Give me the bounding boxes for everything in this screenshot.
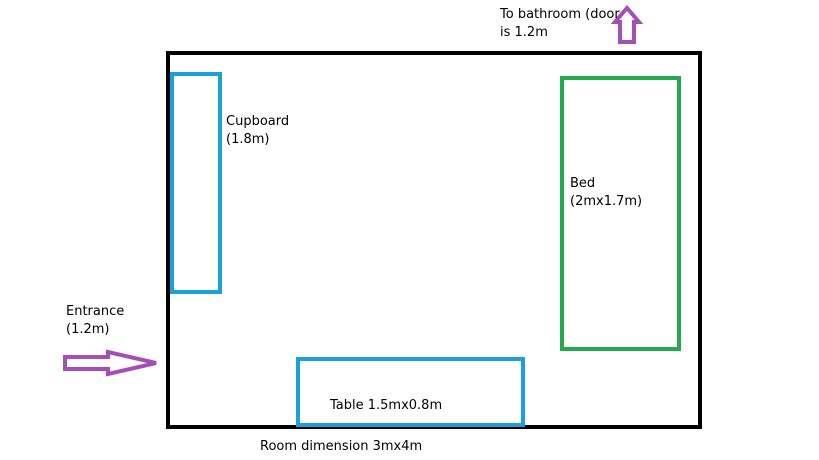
table-label: Table 1.5mx0.8m: [330, 398, 443, 413]
cupboard-label-line1: Cupboard: [226, 114, 290, 129]
room-outline: [166, 51, 702, 429]
bathroom-label-line2: is 1.2m: [500, 25, 548, 40]
entrance-label-line1: Entrance: [66, 304, 125, 319]
entrance-label-line2: (1.2m): [66, 322, 110, 337]
bed-label-line1: Bed: [570, 176, 596, 191]
cupboard-box: [170, 72, 222, 294]
bed-label-line2: (2mx1.7m): [570, 194, 643, 209]
bathroom-label-line1: To bathroom (door: [500, 7, 620, 22]
cupboard-label-line2: (1.8m): [226, 132, 270, 147]
room-dimension-label: Room dimension 3mx4m: [260, 439, 423, 454]
table-box: [296, 357, 525, 427]
bathroom-arrow-icon: [610, 4, 644, 44]
entrance-arrow-icon: [63, 349, 157, 377]
bed-box: [560, 76, 681, 351]
